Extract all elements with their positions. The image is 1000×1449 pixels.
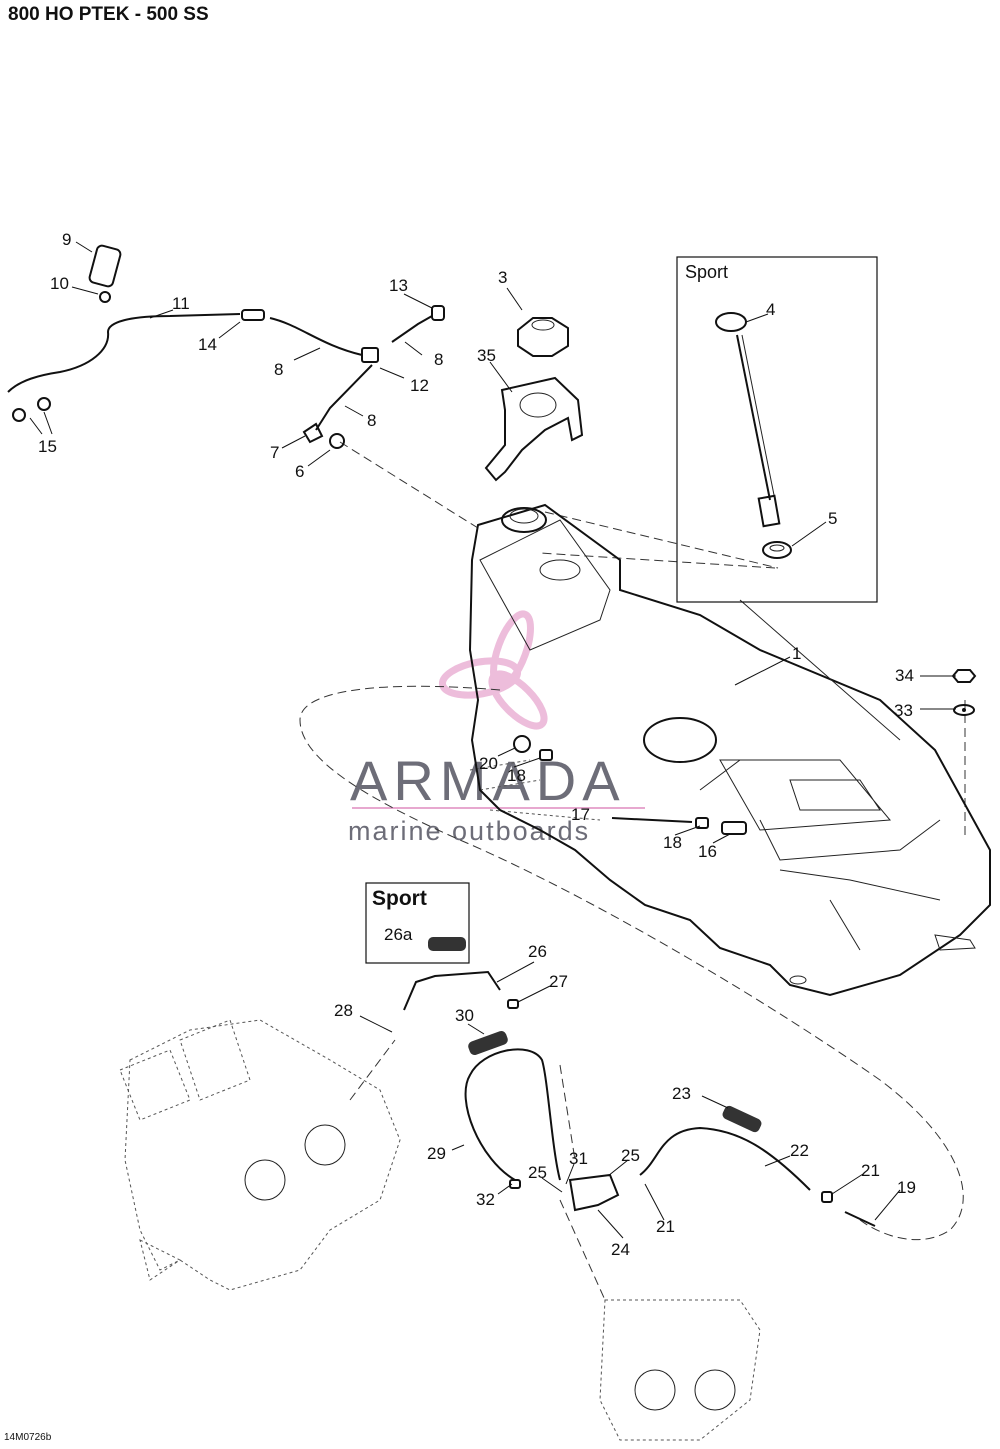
engine-part [119, 1019, 401, 1291]
callout-16: 16 [698, 842, 717, 861]
callout-19: 19 [897, 1178, 916, 1197]
callout-28: 28 [334, 1001, 353, 1020]
callout-8-b: 8 [434, 350, 443, 369]
callout-3: 3 [498, 268, 507, 287]
callout-18-a: 18 [507, 766, 526, 785]
drawing-code: 14M0726b [4, 1432, 52, 1443]
callout-21-b: 21 [656, 1217, 675, 1236]
callout-12: 12 [410, 376, 429, 395]
sport-inset-part-number: 26a [384, 925, 413, 944]
callout-8-a: 8 [274, 360, 283, 379]
callout-34: 34 [895, 666, 914, 685]
callout-22: 22 [790, 1141, 809, 1160]
callout-27: 27 [549, 972, 568, 991]
watermark-brand: ARMADA [350, 749, 626, 812]
vent-fittings-part [12, 244, 445, 449]
assembly-lines [299, 441, 966, 1301]
sport-inset-bottom-label: Sport [372, 887, 427, 910]
watermark-tagline: marine outboards [348, 816, 590, 846]
callout-13: 13 [389, 276, 408, 295]
callout-26: 26 [528, 942, 547, 961]
sleeve-sport-part [428, 937, 466, 951]
vent-hose-part [7, 313, 433, 431]
leader-lines [29, 241, 956, 1239]
callout-14: 14 [198, 335, 217, 354]
callout-29: 29 [427, 1144, 446, 1163]
gauge-sender-part [715, 312, 781, 528]
callout-4: 4 [766, 300, 775, 319]
fuel-tank-part [468, 503, 991, 997]
carburetor-part [599, 1299, 761, 1441]
sport-inset-label: Sport [685, 262, 728, 282]
callout-7: 7 [270, 443, 279, 462]
callout-15: 15 [38, 437, 57, 456]
diagram-title: 800 HO PTEK - 500 SS [8, 4, 209, 25]
callout-25-b: 25 [528, 1163, 547, 1182]
callout-25-a: 25 [621, 1146, 640, 1165]
filler-cap-part [517, 317, 569, 357]
callout-24: 24 [611, 1240, 630, 1259]
callout-30: 30 [455, 1006, 474, 1025]
nut-washer-part [951, 669, 977, 716]
lower-hoses-part [403, 970, 876, 1227]
callout-10: 10 [50, 274, 69, 293]
callout-20: 20 [479, 754, 498, 773]
callout-8-c: 8 [367, 411, 376, 430]
callout-17: 17 [571, 805, 590, 824]
callout-5: 5 [828, 509, 837, 528]
gauge-grommet-part [762, 541, 792, 559]
callout-6: 6 [295, 462, 304, 481]
callout-18-b: 18 [663, 833, 682, 852]
sport-inset-bottom-frame [365, 882, 470, 964]
watermark-logo-icon [438, 610, 548, 730]
sport-inset-frame [676, 256, 878, 603]
callout-32: 32 [476, 1190, 495, 1209]
callout-35: 35 [477, 346, 496, 365]
callout-11: 11 [172, 294, 190, 313]
callout-23: 23 [672, 1084, 691, 1103]
callout-31: 31 [569, 1149, 588, 1168]
callout-21-a: 21 [861, 1161, 880, 1180]
callout-9: 9 [62, 230, 71, 249]
callout-1: 1 [792, 644, 801, 663]
filler-support-part [484, 376, 584, 482]
callout-33: 33 [894, 701, 913, 720]
fuel-line-part [513, 735, 747, 835]
